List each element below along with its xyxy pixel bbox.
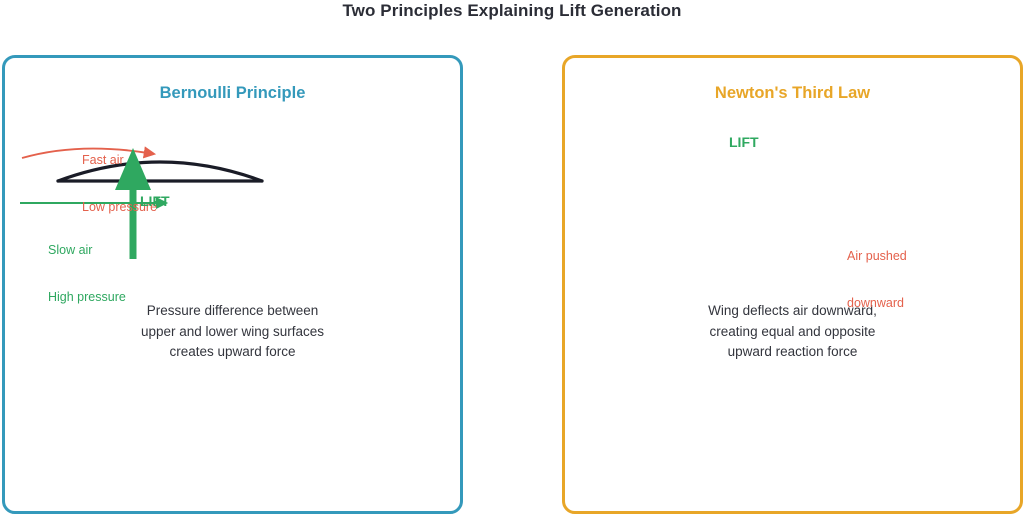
panel-newtons-third-law: Newton's Third Law Wing deflects air dow…: [562, 55, 1023, 514]
fast-air-label-line1: Fast air: [82, 153, 124, 167]
description-line: Pressure difference between: [146, 303, 319, 318]
slow-air-label-line1: Slow air: [48, 243, 93, 257]
air-pushed-label-line2: downward: [847, 295, 904, 310]
fast-air-label-line2: Low pressure: [82, 199, 158, 214]
description-line: upward reaction force: [727, 344, 858, 359]
air-pushed-downward-label: Air pushed downward: [847, 218, 907, 327]
fast-air-label: Fast air Low pressure: [82, 122, 157, 231]
lift-label-left: LIFT: [140, 193, 170, 209]
slow-air-label: Slow air High pressure: [48, 212, 126, 321]
slow-air-label-line2: High pressure: [48, 289, 126, 304]
panel-title-bernoulli: Bernoulli Principle: [159, 84, 306, 102]
panel-description-bernoulli: Pressure difference between upper and lo…: [5, 301, 460, 363]
panel-bernoulli-principle: Bernoulli Principle Pressure difference …: [2, 55, 463, 514]
description-line: creates upward force: [169, 344, 296, 359]
page-title: Two Principles Explaining Lift Generatio…: [342, 1, 682, 20]
panel-description-newton: Wing deflects air downward, creating equ…: [565, 301, 1020, 363]
panel-title-newton: Newton's Third Law: [714, 84, 871, 102]
description-line: upper and lower wing surfaces: [140, 323, 325, 339]
description-line: Wing deflects air downward,: [708, 303, 877, 318]
description-line: creating equal and opposite: [709, 323, 876, 339]
air-pushed-label-line1: Air pushed: [847, 249, 907, 263]
lift-label-right: LIFT: [729, 134, 759, 150]
